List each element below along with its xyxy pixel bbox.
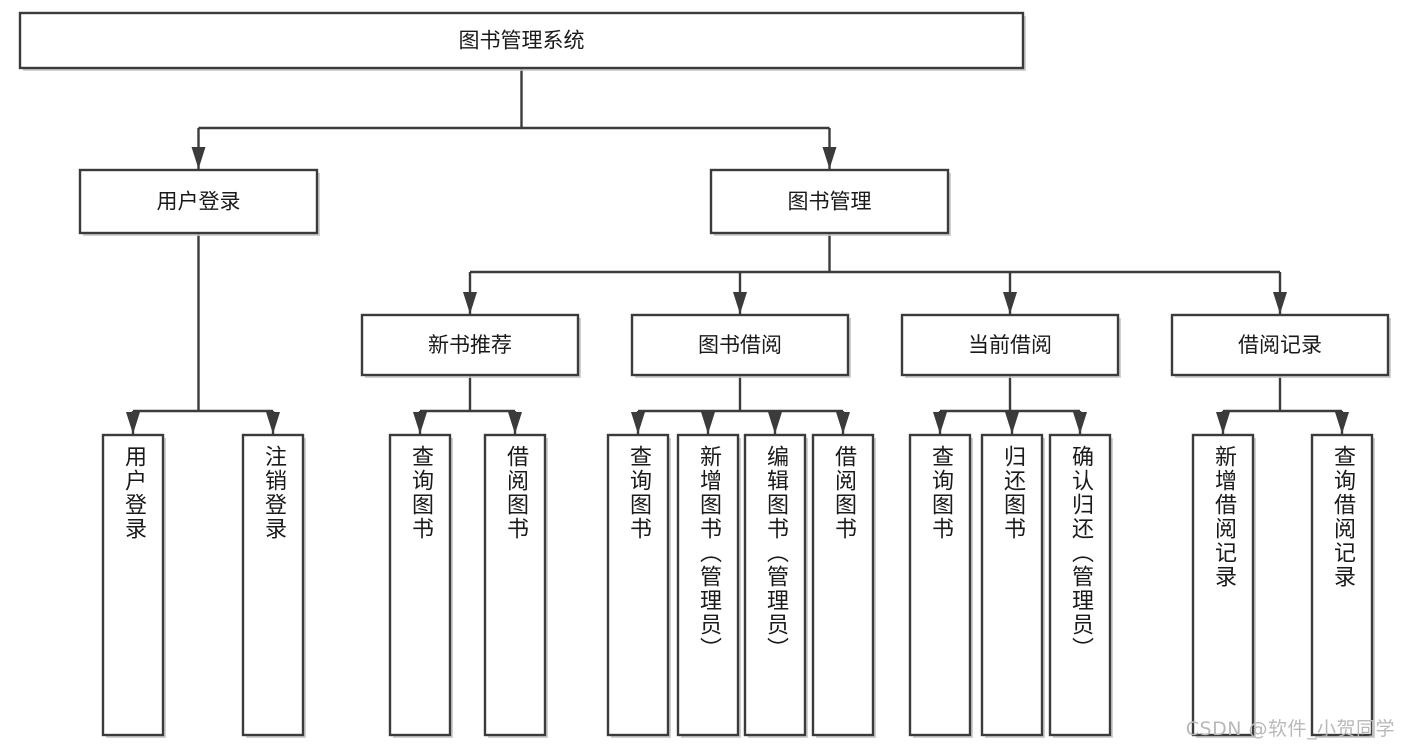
leaf-node-leaf-query-book-2[interactable] — [606, 433, 670, 737]
leaf-node-leaf-user-login[interactable] — [101, 433, 165, 737]
leaf-node-leaf-query-record[interactable] — [1310, 433, 1374, 737]
level3-node-current-borrow[interactable] — [900, 313, 1120, 377]
watermark-text: CSDN @软件_小贺同学 — [1185, 718, 1395, 740]
node-label: 图书借阅 — [698, 333, 782, 357]
node-label: 新书推荐 — [428, 333, 512, 357]
leaf-node-leaf-borrow-book-2[interactable] — [811, 433, 875, 737]
connector-lines — [131, 68, 1344, 434]
leaf-node-leaf-query-book-1[interactable] — [388, 433, 452, 737]
level2-node-user-login[interactable] — [78, 168, 319, 235]
connector-arrows — [126, 147, 1349, 434]
leaf-node-leaf-add-record[interactable] — [1191, 433, 1255, 737]
node-label: 借阅记录 — [1238, 333, 1322, 357]
leaf-node-leaf-add-book[interactable] — [676, 433, 740, 737]
leaf-node-leaf-confirm-return[interactable] — [1048, 433, 1112, 737]
leaf-node-leaf-logout[interactable] — [241, 433, 305, 737]
node-label: 图书管理系统 — [459, 29, 585, 53]
leaf-node-leaf-borrow-book-1[interactable] — [483, 433, 547, 737]
leaf-node-leaf-query-book-3[interactable] — [908, 433, 972, 737]
node-label: 用户登录 — [157, 190, 241, 214]
level2-node-book-manage[interactable] — [709, 168, 950, 235]
level3-node-book-borrow[interactable] — [630, 313, 850, 377]
level3-node-borrow-record[interactable] — [1170, 313, 1390, 377]
leaf-node-leaf-edit-book[interactable] — [743, 433, 807, 737]
node-label: 当前借阅 — [968, 333, 1052, 357]
node-label: 图书管理 — [788, 190, 872, 214]
node-boxes — [18, 11, 1391, 738]
root-node-root[interactable] — [18, 11, 1025, 70]
level3-node-new-book-recommend[interactable] — [360, 313, 580, 377]
leaf-node-leaf-return-book[interactable] — [980, 433, 1044, 737]
